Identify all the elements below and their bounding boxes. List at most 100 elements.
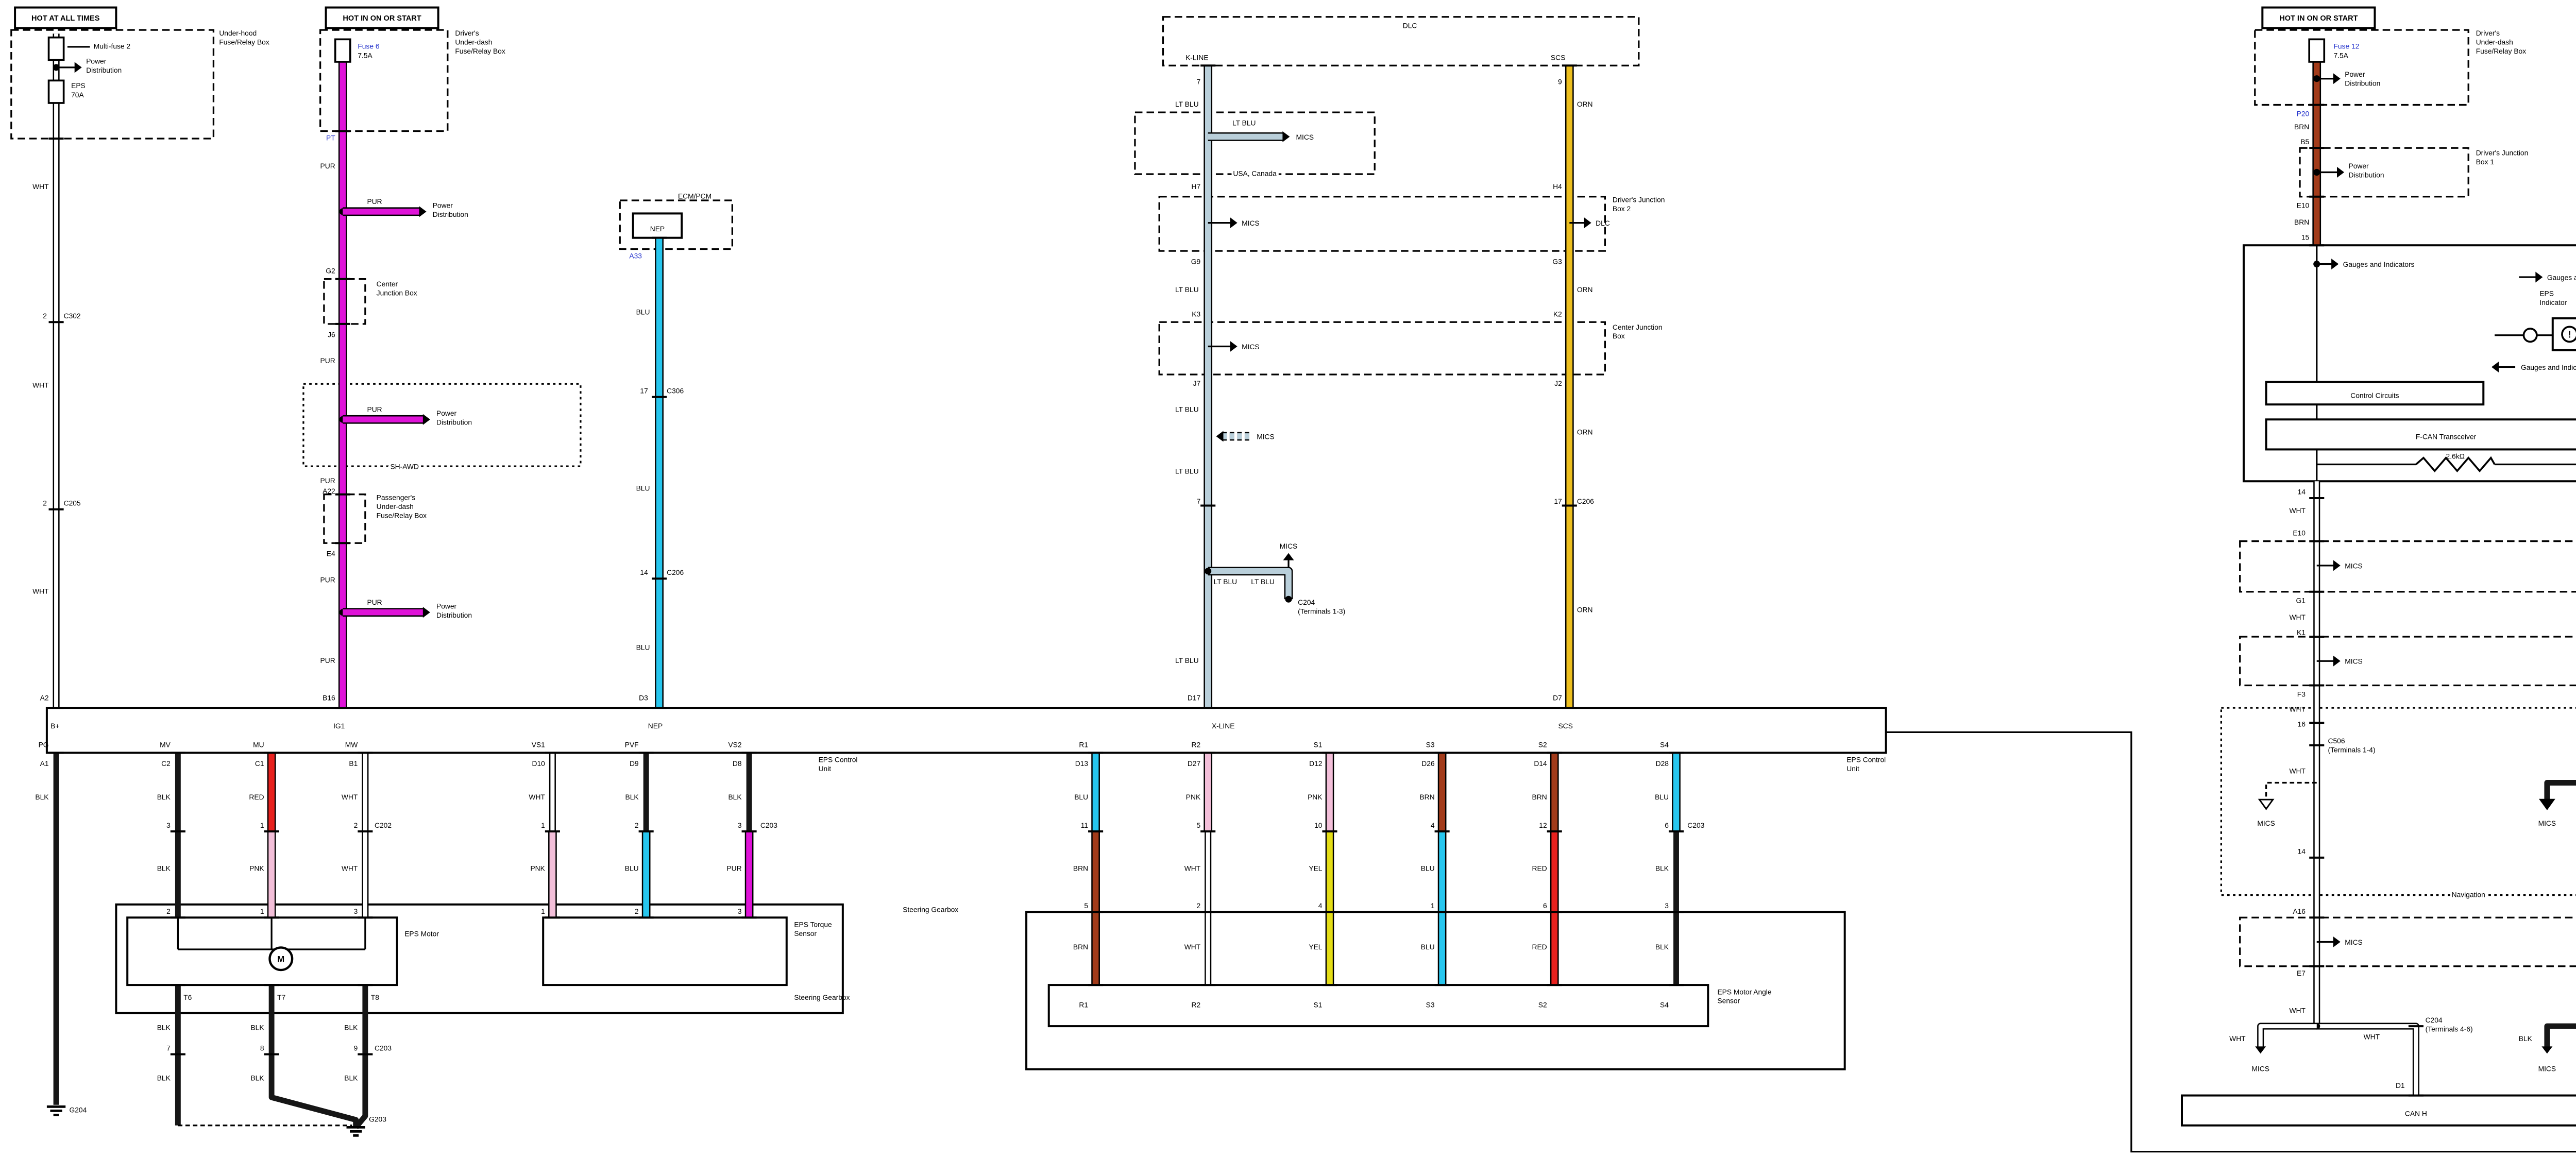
label-blk: BLK (250, 1023, 264, 1031)
label-wht: WHT (2290, 705, 2306, 713)
label-blu: BLU (1421, 943, 1435, 951)
label-blk: BLK (728, 793, 742, 801)
label-r2: R2 (1192, 1001, 1201, 1009)
wire-kline-branch (1208, 568, 1292, 600)
arrow-power-dist-2-head (419, 206, 427, 217)
label-line: Passenger's (377, 493, 416, 502)
label-wht: WHT (32, 182, 49, 191)
label-mw: MW (345, 740, 358, 748)
label-line: EPS Motor Angle (1717, 987, 1771, 996)
eps-motor-letter: M (277, 954, 284, 964)
label-line: EPS Torque (794, 920, 832, 928)
label-pur: PUR (726, 864, 741, 872)
label-pur: PUR (320, 576, 335, 584)
label-line: (Terminals 1-3) (1298, 607, 1345, 616)
label-d27: D27 (1188, 759, 1200, 768)
label-d10: D10 (532, 759, 546, 768)
eps-motor-box (126, 916, 398, 986)
label-dlc: DLC (1596, 219, 1610, 227)
label-wht: WHT (32, 587, 49, 595)
label-15: 15 (2301, 233, 2310, 241)
label-k2: K2 (1553, 310, 1562, 318)
label-pnk: PNK (530, 864, 545, 872)
arrow-djb2-mics-head (1230, 217, 1238, 229)
label-line: C204 (1298, 598, 1315, 606)
label-x-line: X-LINE (1212, 722, 1234, 730)
label-line: Distribution (2345, 79, 2380, 87)
label-mics: MICS (2345, 657, 2363, 666)
label-s3: S3 (1426, 1001, 1435, 1009)
label-blu: BLU (636, 484, 650, 492)
wire-interconnect (1886, 731, 2576, 1153)
label-a2: A2 (40, 694, 49, 702)
label-mics: MICS (2251, 1064, 2269, 1072)
label-2: 2 (1196, 901, 1200, 910)
arrow-gauges-3-head (2492, 361, 2499, 373)
label-c2: C2 (161, 759, 171, 768)
label-hot-in-on-or-start: HOT IN ON OR START (2279, 14, 2358, 23)
label-line: Unit (1846, 764, 1859, 773)
label-4: 4 (1431, 821, 1435, 829)
label-line: (Terminals 1-4) (2328, 746, 2376, 754)
label-line: Distribution (433, 210, 468, 218)
label-5: 5 (1084, 901, 1088, 910)
label-7: 7 (1196, 497, 1200, 505)
label-g203: G203 (369, 1115, 386, 1123)
arrow-power-dist-r2-head (2336, 166, 2345, 178)
label-16: 16 (2298, 720, 2306, 728)
label-line: Power (2345, 70, 2365, 78)
label-3: 3 (354, 907, 358, 915)
label-4: 4 (1318, 901, 1323, 910)
eps-control-unit-box (45, 707, 1887, 754)
label-wht: WHT (2290, 767, 2306, 775)
label-lt-blu: LT BLU (1175, 285, 1199, 294)
label-g3: G3 (1552, 258, 1562, 266)
label-wht: WHT (529, 793, 545, 801)
label-red: RED (1532, 943, 1547, 951)
label-r2: R2 (1192, 740, 1201, 748)
label-line: Box 2 (1613, 205, 1631, 213)
label-mics: MICS (1242, 343, 1260, 351)
label-blk: BLK (1655, 864, 1669, 872)
label-line: Driver's (2476, 29, 2500, 37)
label-7-5a: 7.5A (2333, 52, 2348, 60)
junction-dot (1205, 568, 1212, 575)
arrow-power-dist-r1-head (2333, 73, 2341, 84)
label-9: 9 (1558, 78, 1562, 86)
label-line: Sensor (1717, 997, 1740, 1005)
label-line: Power (436, 602, 457, 610)
label-ig1: IG1 (333, 722, 345, 730)
label-t7: T7 (277, 993, 285, 1001)
label-1: 1 (260, 821, 264, 829)
label-d28: D28 (1656, 759, 1669, 768)
label-can-h: CAN H (2405, 1110, 2427, 1118)
label-pvf: PVF (625, 740, 639, 748)
label-k3: K3 (1192, 310, 1200, 318)
hot-in-on-or-start-box (325, 6, 439, 29)
fuse12-box (2254, 29, 2469, 106)
fuse-icon (47, 36, 65, 61)
label-blu: BLU (636, 308, 650, 316)
label-steering-gearbox: Steering Gearbox (903, 905, 958, 913)
label-pt: PT (326, 134, 335, 142)
label-blu: BLU (1421, 864, 1435, 872)
label-j7: J7 (1193, 379, 1201, 387)
label-17: 17 (1554, 497, 1562, 505)
label-mics: MICS (2345, 561, 2363, 570)
label-hot-at-all-times: HOT AT ALL TIMES (31, 14, 100, 23)
label-line: Fuse/Relay Box (219, 38, 269, 46)
label-s2: S2 (1538, 1001, 1547, 1009)
label-line: Distribution (86, 66, 122, 74)
label-c206: C206 (1577, 497, 1594, 505)
label-c306: C306 (667, 386, 684, 395)
arrow-dlc-stub-head (1584, 217, 1591, 229)
label-line: Power (436, 409, 457, 417)
label-blu: BLU (1655, 793, 1669, 801)
control-circuits-box (2265, 381, 2485, 406)
